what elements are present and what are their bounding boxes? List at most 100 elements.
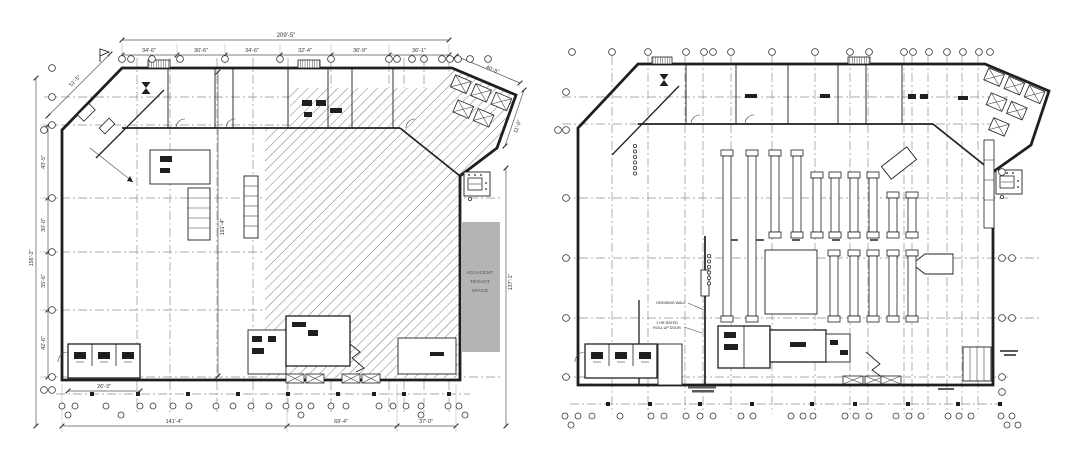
rack-end: [720, 315, 734, 323]
dim-left-total: 156'-2": [29, 250, 35, 267]
drawing-primitive: [467, 196, 472, 201]
grid-bubble: [276, 55, 284, 63]
adjacent-tenant-label: TENANT: [470, 279, 490, 284]
right-plan-annotations: DEMISING WALL 1 HR RATED ROLL UP DOOR: [653, 301, 705, 334]
tiny-annotation: [938, 388, 954, 390]
drawing-primitive: [1012, 172, 1014, 174]
grid-bubble: [265, 402, 273, 410]
column-marker: [906, 402, 910, 406]
grid-bubble: [40, 386, 48, 394]
equipment-mark: [958, 96, 968, 100]
grid-bubble: [909, 48, 917, 56]
grid-bubble: [925, 48, 933, 56]
grid-bubble: [682, 412, 690, 420]
door-swing-arc: [690, 114, 701, 125]
tiny-annotation: [1000, 350, 1018, 352]
grid-bubble: [608, 48, 616, 56]
left-plan-fixtures: [57, 48, 513, 384]
dim-tick: [33, 75, 39, 81]
grid-bubble: [48, 194, 56, 202]
grid-bubble: [561, 412, 569, 420]
rack-end: [828, 231, 842, 239]
vestibule: [657, 343, 683, 386]
equipment-mark: [330, 108, 342, 113]
dock-arrow: [911, 253, 954, 275]
drawing-primitive: [986, 99, 1007, 105]
dim-left-seg: 35'-6": [41, 274, 47, 288]
rack-end: [905, 315, 919, 323]
vestibule-fixtures: [76, 102, 116, 135]
drawing-primitive: [285, 373, 305, 384]
grid-bubble: [185, 402, 193, 410]
grid-bubble: [749, 412, 757, 420]
dim-tick: [517, 80, 523, 86]
rack-shaft: [888, 255, 898, 317]
grid-bubble: [466, 55, 474, 63]
grid-bubble: [48, 248, 56, 256]
rack-end: [866, 315, 880, 323]
grid-bubble: [865, 48, 873, 56]
door-swing-arc: [57, 351, 69, 363]
column-marker: [186, 392, 190, 396]
grid-bubble: [709, 48, 717, 56]
rack-shaft: [722, 155, 732, 317]
grid-bubble: [811, 48, 819, 56]
grid-bubble: [327, 402, 335, 410]
door-swing-arc: [405, 118, 416, 129]
dim-left-diagonal: 51'-5": [68, 74, 82, 88]
dim-diagonal-line: [47, 53, 111, 117]
rack-end: [768, 149, 782, 157]
right-plan-fixtures: [574, 56, 1046, 393]
equipment-mark: [316, 100, 326, 106]
demising-wall-label: DEMISING WALL: [656, 301, 685, 305]
grid-bubble: [554, 126, 562, 134]
conveyor-line: [865, 351, 887, 381]
equipment-mark: [908, 94, 916, 99]
dim-tick: [65, 388, 71, 394]
grid-bubble: [247, 402, 255, 410]
drawing-primitive: [1017, 186, 1019, 188]
grid-bubble: [900, 48, 908, 56]
grid-bubble: [461, 411, 469, 419]
dim-tick: [33, 423, 39, 429]
equipment-room: [825, 333, 851, 363]
grid-bubble: [562, 194, 570, 202]
rack-shaft: [907, 255, 917, 317]
rack-shaft: [770, 155, 780, 233]
wc-fixture: [74, 352, 86, 359]
dim-bottom-seg: 69'-4": [334, 419, 348, 425]
staging-area-box: [764, 249, 818, 315]
rack-end: [828, 171, 842, 179]
grid-bubble: [48, 386, 56, 394]
angled-fixture: [880, 146, 918, 180]
equipment-mark: [308, 330, 318, 336]
dim-wing-edge: 40'-5": [485, 65, 500, 76]
drawing-primitive: [983, 74, 1005, 81]
grid-bubble: [998, 254, 1006, 262]
grid-bubble: [169, 402, 177, 410]
rack-end: [790, 149, 804, 157]
equipment-mark: [268, 336, 276, 342]
grid-bubble: [787, 412, 795, 420]
conveyor-line: [349, 343, 365, 373]
drawing-primitive: [450, 81, 472, 88]
dim-top-seg: 34'-6": [245, 48, 259, 54]
left-plan-dimension-lines: [33, 37, 527, 432]
grid-bubble: [127, 55, 135, 63]
equipment-mark: [724, 344, 738, 350]
left-plan: ADJACENT TENANT SPACE 209'-5" 34'-6" 30'…: [29, 33, 527, 432]
rack-end: [866, 249, 880, 257]
grid-bubble: [149, 402, 157, 410]
grid-bubble: [307, 402, 315, 410]
hook-symbol: [633, 165, 638, 170]
door-swing-arc: [225, 118, 236, 129]
rack-shaft: [829, 255, 839, 317]
angled-interior-wall: [932, 123, 994, 173]
grid-bubble: [1008, 254, 1016, 262]
rack-end: [810, 231, 824, 239]
rack-shaft: [868, 177, 878, 233]
tiny-annotation: [1004, 354, 1016, 356]
grid-bubble: [117, 411, 125, 419]
grid-bubble: [327, 55, 335, 63]
